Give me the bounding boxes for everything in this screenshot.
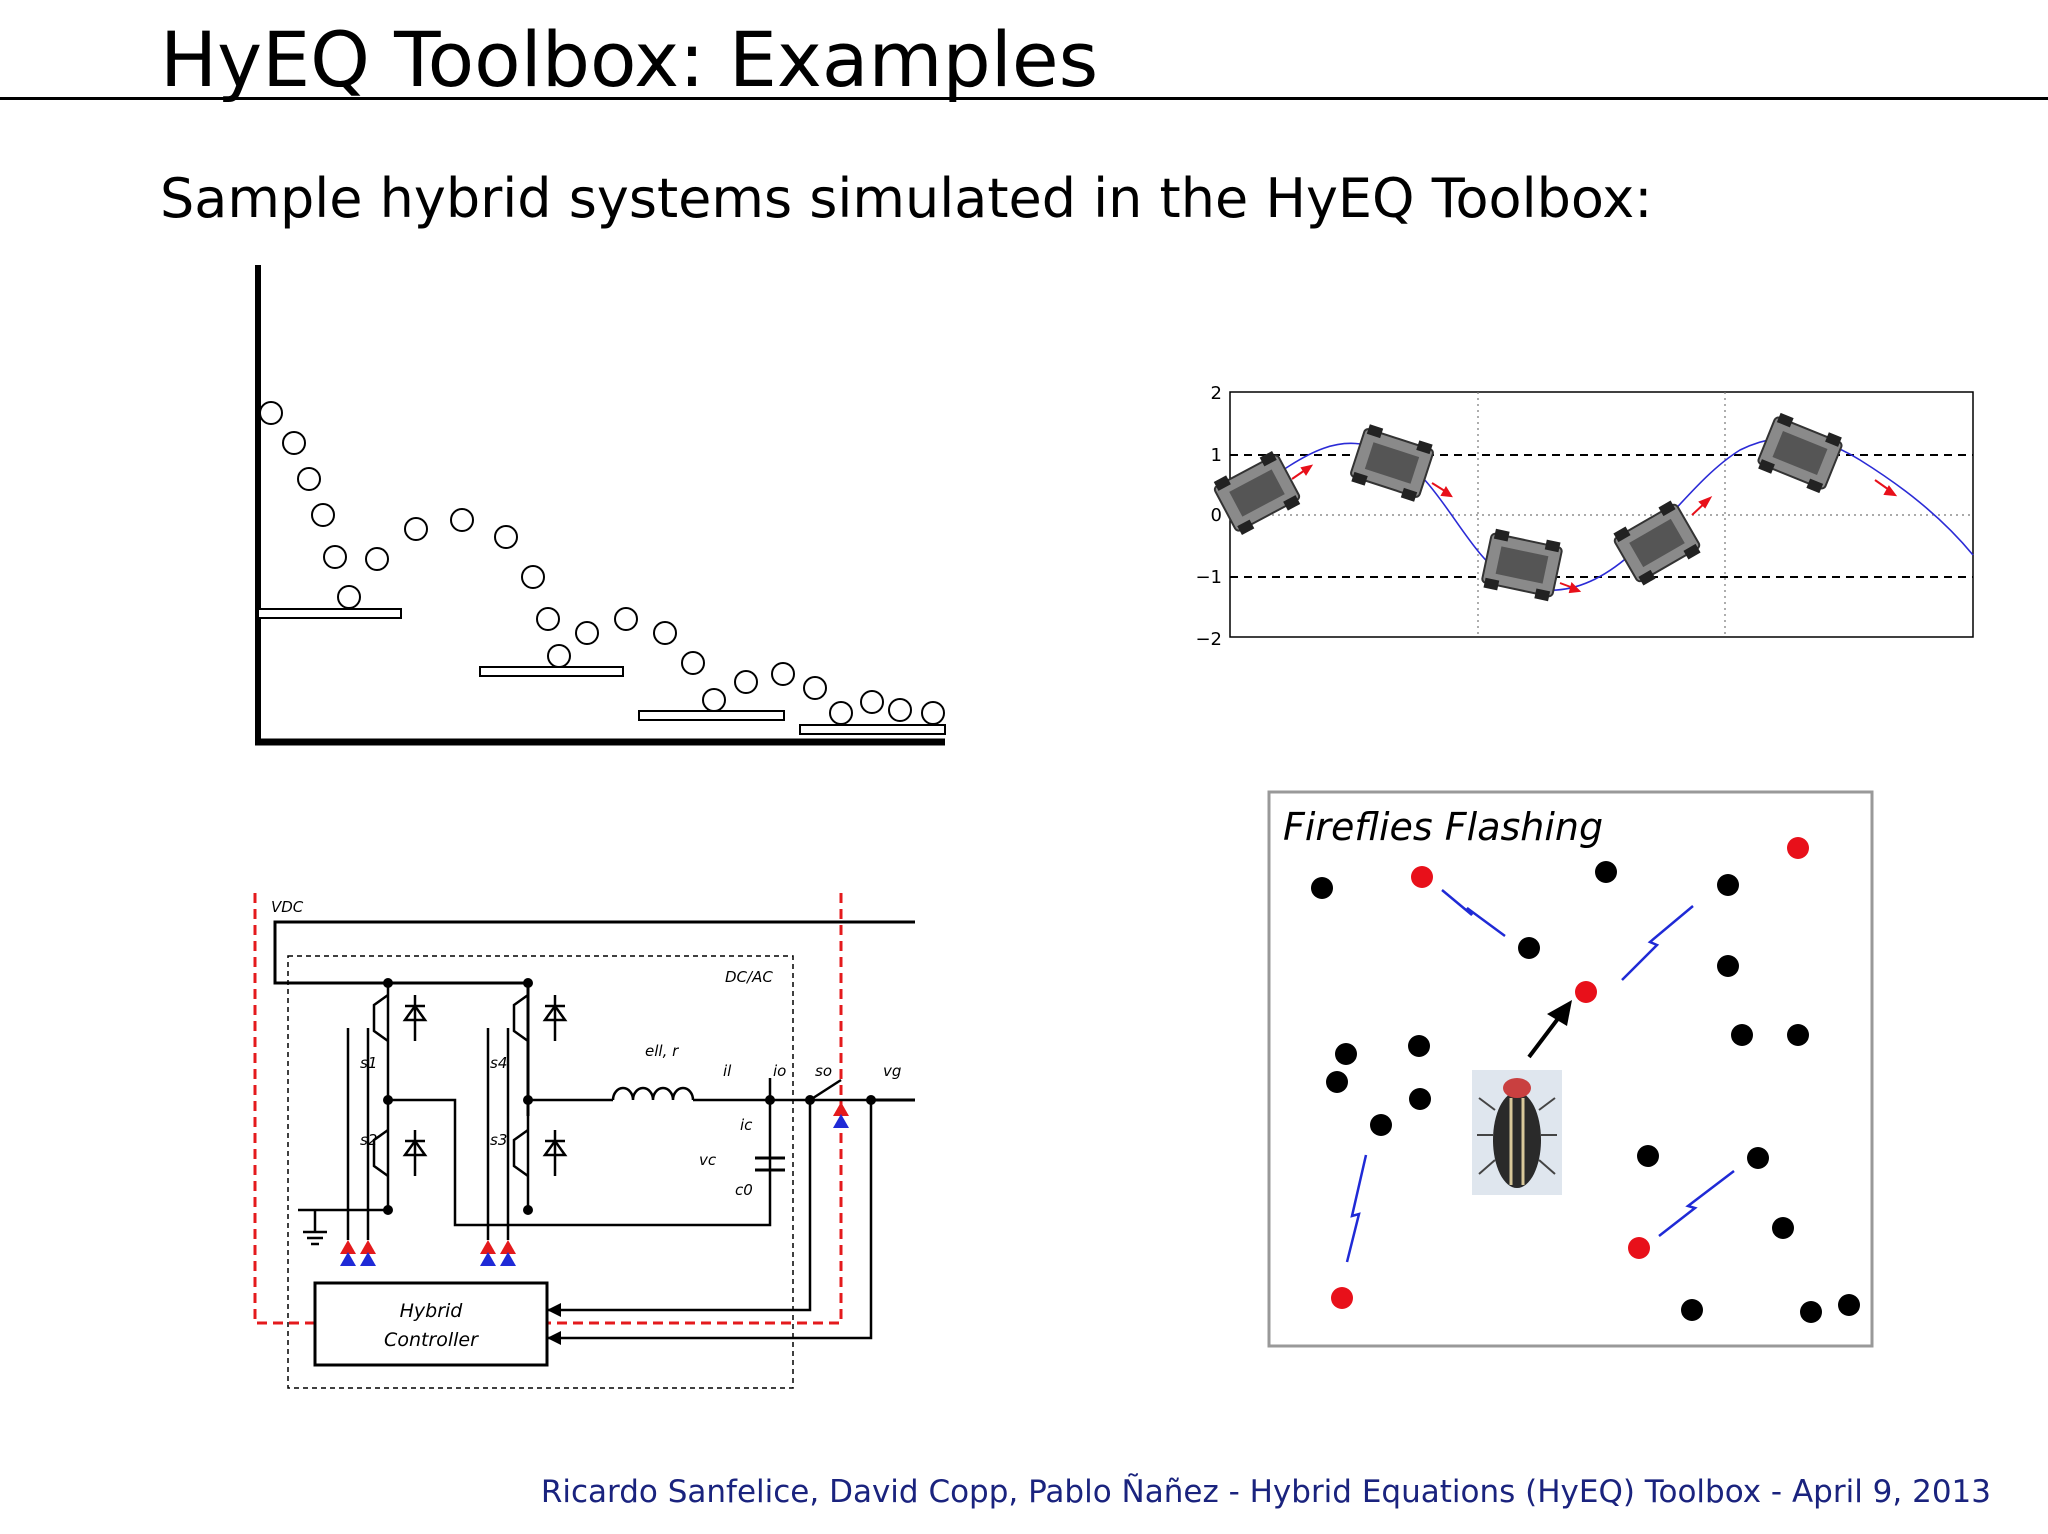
platform — [257, 608, 402, 619]
current-ic-label: ic — [740, 1116, 753, 1134]
firefly-dark — [1731, 1024, 1753, 1046]
y-tick-label: −1 — [1195, 567, 1222, 588]
ball — [575, 621, 599, 645]
controller-label-line1: Hybrid — [400, 1300, 464, 1322]
ball — [829, 701, 853, 725]
ball — [536, 607, 560, 631]
bouncing-ball-figure — [245, 255, 950, 755]
firefly-flashing — [1628, 1237, 1650, 1259]
voltage-vg-label: vg — [883, 1062, 901, 1080]
ball — [337, 585, 361, 609]
ball — [259, 401, 283, 425]
vehicle-trajectory-plot: 2 1 0 −1 −2 — [1180, 375, 1980, 655]
current-io-label: io — [773, 1062, 786, 1080]
slide-footer: Ricardo Sanfelice, David Copp, Pablo Ñañ… — [540, 1474, 1991, 1510]
switch-label-s1: s1 — [360, 1054, 377, 1072]
y-tick-label: 1 — [1211, 445, 1222, 466]
firefly-flashing — [1331, 1287, 1353, 1309]
firefly-dark — [1518, 937, 1540, 959]
vdc-label: VDC — [271, 898, 304, 916]
dcac-label: DC/AC — [725, 968, 773, 986]
ball — [450, 508, 474, 532]
flash-signal — [1345, 1154, 1368, 1263]
inductor-label: ell, r — [645, 1042, 679, 1060]
firefly-dark — [1335, 1043, 1357, 1065]
ball — [860, 690, 884, 714]
ball — [771, 662, 795, 686]
hybrid-controller-block — [313, 1281, 549, 1367]
firefly-dark — [1681, 1299, 1703, 1321]
switch-label-s3: s3 — [490, 1131, 507, 1149]
firefly-flashing — [1787, 837, 1809, 859]
ball — [282, 431, 306, 455]
y-tick-label: −2 — [1195, 629, 1222, 650]
firefly-dark — [1800, 1301, 1822, 1323]
ball — [404, 517, 428, 541]
platform — [638, 710, 785, 721]
ball — [297, 467, 321, 491]
flash-signal — [1658, 1170, 1735, 1237]
ball — [653, 621, 677, 645]
firefly-dark — [1747, 1147, 1769, 1169]
firefly-dark — [1717, 955, 1739, 977]
controller-label-line2: Controller — [384, 1329, 479, 1351]
firefly-dark — [1370, 1114, 1392, 1136]
flash-signal — [1441, 889, 1506, 938]
firefly-dark — [1772, 1217, 1794, 1239]
firefly-flashing — [1575, 981, 1597, 1003]
vehicle-icon — [1757, 412, 1843, 494]
ball — [681, 651, 705, 675]
ball — [888, 698, 912, 722]
voltage-vc-label: vc — [699, 1151, 717, 1169]
platform — [799, 724, 946, 735]
fireflies-figure: Fireflies Flashing — [1267, 790, 1874, 1348]
switch-label-s4: s4 — [490, 1054, 507, 1072]
y-tick-label: 2 — [1211, 383, 1222, 404]
firefly-dark — [1637, 1145, 1659, 1167]
flash-signal — [1621, 905, 1694, 981]
slide-subtitle: Sample hybrid systems simulated in the H… — [160, 167, 1653, 230]
ball — [921, 701, 945, 725]
title-divider — [0, 97, 2048, 100]
current-il-label: il — [723, 1062, 732, 1080]
ball — [521, 565, 545, 589]
vehicle-icon — [1481, 528, 1563, 602]
ball — [311, 503, 335, 527]
fireflies-title: Fireflies Flashing — [1283, 805, 1603, 849]
vehicle-icon — [1213, 451, 1301, 535]
ball — [803, 676, 827, 700]
vehicle-icon — [1613, 500, 1701, 586]
firefly-flashing — [1411, 866, 1433, 888]
ball — [494, 525, 518, 549]
slide-title: HyEQ Toolbox: Examples — [160, 15, 1099, 104]
firefly-dark — [1787, 1024, 1809, 1046]
ball — [547, 644, 571, 668]
y-tick-label: 0 — [1211, 505, 1222, 526]
firefly-dark — [1311, 877, 1333, 899]
ball — [323, 545, 347, 569]
firefly-dark — [1409, 1088, 1431, 1110]
firefly-dark — [1838, 1294, 1860, 1316]
firefly-photo — [1472, 1070, 1562, 1195]
ball — [365, 547, 389, 571]
ball — [614, 607, 638, 631]
ball — [702, 688, 726, 712]
capacitor-label: c0 — [735, 1181, 753, 1199]
inverter-circuit-diagram: DC/AC VDC s1 s2 s3 s4 — [245, 880, 960, 1400]
firefly-dark — [1717, 874, 1739, 896]
ball — [734, 670, 758, 694]
switch-so-label: so — [815, 1062, 832, 1080]
platform — [479, 666, 624, 677]
firefly-dark — [1595, 861, 1617, 883]
firefly-dark — [1326, 1071, 1348, 1093]
firefly-dark — [1408, 1035, 1430, 1057]
vehicle-icon — [1350, 424, 1434, 502]
switch-label-s2: s2 — [360, 1131, 377, 1149]
